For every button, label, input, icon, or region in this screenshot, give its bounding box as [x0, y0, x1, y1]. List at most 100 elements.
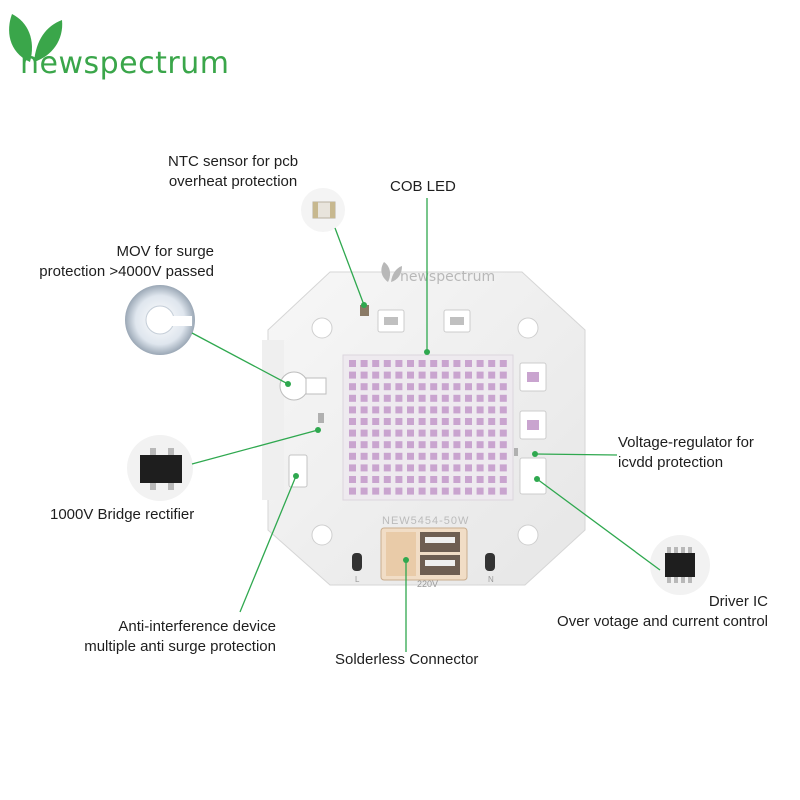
label-ntc-line-2: overheat protection	[168, 173, 298, 190]
label-cob-line-1: COB LED	[390, 178, 456, 195]
led-chip	[499, 418, 507, 425]
led-chip	[360, 360, 368, 367]
led-chip	[395, 441, 403, 449]
label-mov-line-1: MOV for surge	[116, 243, 214, 260]
led-chip	[395, 394, 403, 402]
led-chip	[476, 394, 484, 402]
led-chip	[407, 429, 414, 437]
led-chip	[430, 476, 438, 483]
led-chip	[488, 464, 496, 472]
led-chip	[418, 452, 426, 460]
led-chip	[360, 406, 368, 414]
led-chip	[465, 418, 472, 425]
leader-voltage-regulator	[534, 453, 618, 456]
led-chip	[465, 429, 472, 437]
led-chip	[430, 441, 438, 449]
led-chip	[476, 452, 484, 460]
led-chip	[395, 429, 403, 437]
led-chip	[465, 452, 472, 460]
led-chip	[418, 360, 426, 367]
led-chip	[465, 441, 472, 449]
ntc-sensor	[360, 305, 369, 316]
led-board: newspectrum NEW5454-50W	[262, 262, 586, 589]
mounting-hole	[517, 317, 539, 339]
led-chip	[372, 406, 380, 414]
led-chip	[488, 406, 496, 414]
board-brand-text: newspectrum	[400, 269, 495, 285]
leader-dots	[285, 302, 540, 563]
led-chip	[476, 464, 484, 472]
led-chip	[360, 476, 368, 483]
led-chip	[418, 371, 426, 379]
led-chip	[383, 476, 391, 483]
led-chip	[453, 371, 461, 379]
connector-voltage-text: 220V	[417, 579, 438, 589]
label-mov: MOV for surge protection >4000V passed	[39, 242, 214, 282]
led-chip	[395, 406, 403, 414]
led-chip	[453, 383, 461, 391]
led-chip	[418, 429, 426, 437]
led-chip	[407, 464, 414, 472]
led-chip	[360, 452, 368, 460]
led-chip	[395, 360, 403, 367]
led-chip	[360, 429, 368, 437]
led-chip	[488, 476, 496, 483]
led-chip	[407, 394, 414, 402]
led-chip	[488, 418, 496, 425]
led-chip	[395, 476, 403, 483]
terminal-n	[485, 553, 495, 571]
led-chip	[499, 394, 507, 402]
led-chip	[372, 476, 380, 483]
leader-anti-interference	[239, 475, 297, 613]
label-connector-line-1: Solderless Connector	[335, 651, 479, 668]
led-chip	[499, 383, 507, 391]
led-chip	[360, 383, 368, 391]
led-chip	[476, 441, 484, 449]
led-chip	[407, 487, 414, 495]
led-chip	[349, 383, 356, 391]
led-chip	[499, 487, 507, 495]
led-chip	[430, 452, 438, 460]
label-bridge-rectifier-line-1: 1000V Bridge rectifier	[50, 506, 195, 523]
led-chip	[407, 476, 414, 483]
led-chip	[465, 360, 472, 367]
led-chip	[476, 371, 484, 379]
led-chip	[349, 487, 356, 495]
led-chip	[349, 418, 356, 425]
label-driver-ic-line-1: Driver IC	[708, 593, 768, 610]
led-chip	[349, 429, 356, 437]
led-chip	[372, 418, 380, 425]
led-chip	[395, 464, 403, 472]
led-chip	[372, 452, 380, 460]
mov-component	[279, 371, 309, 401]
led-chip	[488, 452, 496, 460]
led-chip	[383, 441, 391, 449]
label-mov-line-2: protection >4000V passed	[39, 263, 214, 280]
led-chip	[453, 452, 461, 460]
driver-ic-closeup	[650, 535, 710, 595]
label-voltage-regulator: Voltage-regulator for icvdd protection	[618, 433, 754, 473]
led-chip	[499, 360, 507, 367]
led-chip	[430, 487, 438, 495]
dot-connector	[403, 557, 409, 563]
led-chip	[430, 394, 438, 402]
led-chip	[383, 360, 391, 367]
led-chip	[465, 476, 472, 483]
led-chip	[395, 383, 403, 391]
led-chip	[360, 464, 368, 472]
brand-name: newspectrum	[20, 46, 230, 81]
leader-driver-ic	[536, 478, 661, 571]
label-ntc-line-1: NTC sensor for pcb	[168, 153, 299, 170]
led-chip	[360, 418, 368, 425]
led-chip	[488, 383, 496, 391]
label-driver-ic-line-2: Over votage and current control	[557, 613, 768, 630]
cob-led-array	[342, 354, 514, 501]
led-chip	[383, 406, 391, 414]
led-chip	[430, 418, 438, 425]
led-chip	[372, 383, 380, 391]
led-chip	[441, 429, 449, 437]
led-chip	[349, 441, 356, 449]
led-chip	[372, 441, 380, 449]
label-anti-interference: Anti-interference device multiple anti s…	[84, 617, 276, 657]
led-chip	[407, 383, 414, 391]
